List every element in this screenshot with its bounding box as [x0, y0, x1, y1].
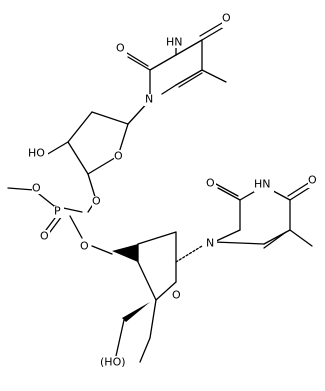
lower-hydroxyl: (HO): [100, 356, 126, 369]
upper-n1: N: [145, 93, 153, 106]
upper-c4-oxygen: O: [222, 12, 231, 25]
upper-ring-oxygen: O: [114, 150, 123, 163]
methoxy-oxygen: O: [32, 182, 41, 195]
lower-c4-oxygen: O: [308, 174, 317, 187]
upper-c2-oxygen: O: [116, 42, 125, 55]
upper-n3-h: H​N: [166, 36, 183, 49]
phosphoryl-oxygen: O: [40, 230, 49, 243]
upper-sugar: [45, 99, 151, 201]
p-link-oxygen: O: [92, 195, 101, 208]
lower-n3-h: H​N: [254, 178, 271, 191]
lower-c2-oxygen: O: [206, 177, 215, 190]
ester-oxygen: O: [80, 240, 89, 253]
lower-ring-oxygen: O: [172, 289, 181, 302]
phosphorus-atom: P: [54, 205, 61, 218]
upper-hydroxyl: HO: [28, 147, 45, 160]
upper-thymine: [126, 22, 227, 101]
lower-n1: N: [206, 237, 214, 250]
lower-sugar: [91, 231, 203, 363]
atom-labels: O H​N O N HO O O P O O O O O H​N N O (HO: [28, 12, 318, 369]
phosphate-linkage: [7, 187, 97, 239]
lower-thymine: [213, 181, 313, 249]
